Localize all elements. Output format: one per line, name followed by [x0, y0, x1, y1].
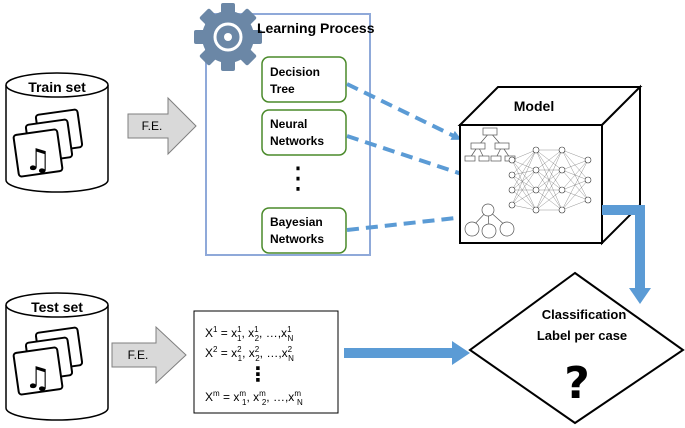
test-set-database: Test set ♫ — [5, 292, 109, 421]
method-neural-networks: Neural Networks — [261, 109, 347, 156]
test-set-label: Test set — [31, 299, 83, 315]
learning-process-panel: Learning Process Decision Tree Neural Ne… — [194, 3, 375, 256]
neural-network-thumbnail — [508, 146, 592, 214]
arrow-neural-networks-to-model — [346, 134, 496, 187]
model-title: Model — [514, 98, 554, 114]
method-label-line2: Networks — [270, 134, 324, 148]
learning-process-title: Learning Process — [257, 20, 375, 36]
feature-extraction-arrow-train: F.E. — [127, 96, 197, 156]
method-bayesian-networks: Bayesian Networks — [261, 207, 347, 254]
fe-label: F.E. — [142, 119, 163, 133]
bayesian-network-thumbnail — [464, 203, 515, 239]
methods-ellipsis: ⋮ — [283, 161, 313, 196]
arrow-bayesian-to-model — [346, 211, 478, 232]
model-cube: Model — [457, 84, 643, 246]
method-label-line2: Tree — [270, 82, 295, 96]
music-note-icon: ♫ — [25, 143, 52, 178]
classification-label-line1: Classification — [542, 307, 627, 322]
model-to-classification-arrow — [602, 205, 651, 304]
classification-label-line2: Label per case — [537, 328, 627, 343]
question-mark-icon: ? — [564, 358, 590, 409]
feature-vectors-ellipsis: ⋮ — [248, 362, 268, 386]
gear-icon — [194, 3, 262, 71]
method-to-model-arrows — [346, 82, 496, 232]
train-set-database: Train set ♫ — [5, 72, 109, 193]
method-decision-tree: Decision Tree — [261, 56, 347, 103]
method-label-line2: Networks — [270, 232, 324, 246]
method-label-line1: Bayesian — [270, 215, 323, 229]
feature-extraction-arrow-test: F.E. — [111, 325, 187, 385]
fe-label: F.E. — [128, 348, 149, 362]
music-note-icon: ♫ — [25, 361, 52, 396]
music-documents-icon: ♫ — [12, 108, 84, 178]
method-label-line1: Decision — [270, 65, 320, 79]
classification-diamond: Classification Label per case ? — [468, 271, 685, 425]
music-documents-icon: ♫ — [12, 326, 84, 396]
vectors-to-classification-arrow — [344, 341, 470, 365]
train-set-label: Train set — [28, 79, 86, 95]
arrow-decision-tree-to-model — [346, 82, 462, 140]
method-label-line1: Neural — [270, 117, 307, 131]
